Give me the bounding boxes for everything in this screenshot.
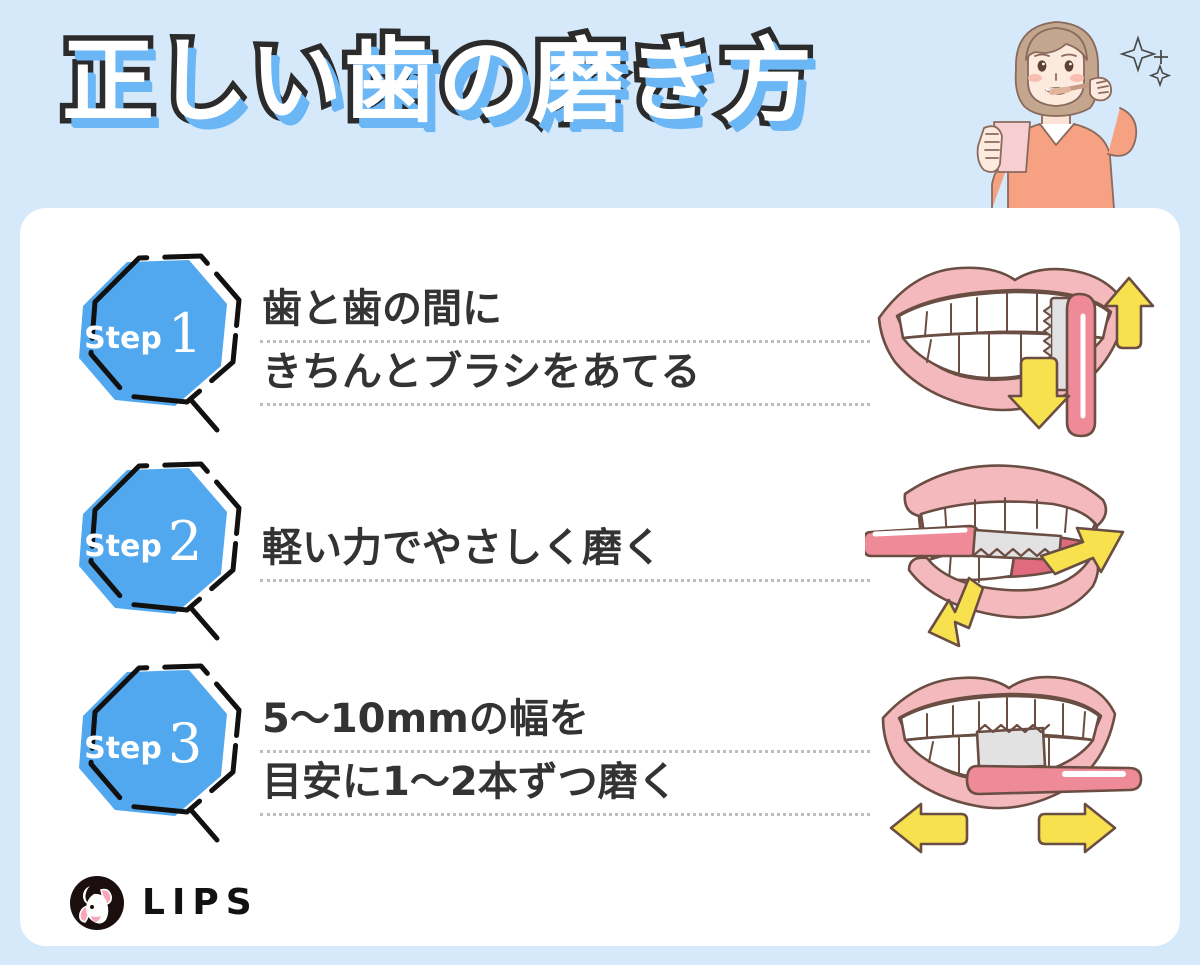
lips-deer-logo-icon [70, 876, 124, 930]
step-text-2: 軽い力でやさしく磨く [260, 458, 870, 643]
step-text-line: きちんとブラシをあてる [260, 343, 870, 406]
step-badge-2: Step 2 [65, 458, 245, 643]
page-title: 正しい歯の磨き方 [56, 28, 817, 135]
step-badge-1: Step 1 [65, 250, 245, 435]
step-text-3: 5〜10mmの幅を 目安に1〜2本ずつ磨く [260, 660, 870, 845]
step-row: Step 3 5〜10mmの幅を 目安に1〜2本ずつ磨く [20, 660, 1180, 860]
step-badge-prefix: Step [84, 321, 162, 356]
step-row: Step 1 歯と歯の間に きちんとブラシをあてる [20, 250, 1180, 450]
woman-brushing-teeth-illustration [956, 4, 1196, 210]
step-badge-prefix: Step [84, 731, 162, 766]
step-text-1: 歯と歯の間に きちんとブラシをあてる [260, 250, 870, 435]
step-row: Step 2 軽い力でやさしく磨く [20, 458, 1180, 658]
page-header: 正しい歯の磨き方 [0, 0, 1200, 210]
arrow-down-icon [1007, 356, 1071, 430]
step-badge-number: 2 [168, 510, 202, 573]
step-text-line: 5〜10mmの幅を [260, 690, 870, 753]
arrow-up-icon [1103, 276, 1155, 350]
arrow-left-icon [889, 802, 969, 854]
lips-logo[interactable]: LIPS [70, 876, 259, 930]
step-text-line: 目安に1〜2本ずつ磨く [260, 753, 870, 816]
step-badge-3: Step 3 [65, 660, 245, 845]
sparkle-icons [1119, 35, 1172, 88]
arrow-right-icon [1037, 802, 1117, 854]
step-badge-number: 3 [168, 712, 202, 775]
step-illustration-1 [865, 246, 1165, 446]
step-illustration-2 [865, 454, 1165, 654]
step-badge-prefix: Step [84, 529, 162, 564]
step-text-line: 歯と歯の間に [260, 280, 870, 343]
lips-logo-text: LIPS [142, 882, 259, 923]
arrow-upper-right-icon [1039, 526, 1125, 576]
step-text-line: 軽い力でやさしく磨く [260, 519, 870, 582]
step-illustration-3 [865, 656, 1165, 856]
step-badge-number: 1 [168, 302, 202, 365]
content-card: Step 1 歯と歯の間に きちんとブラシをあてる [20, 208, 1180, 946]
arrow-lower-left-icon [927, 576, 985, 648]
